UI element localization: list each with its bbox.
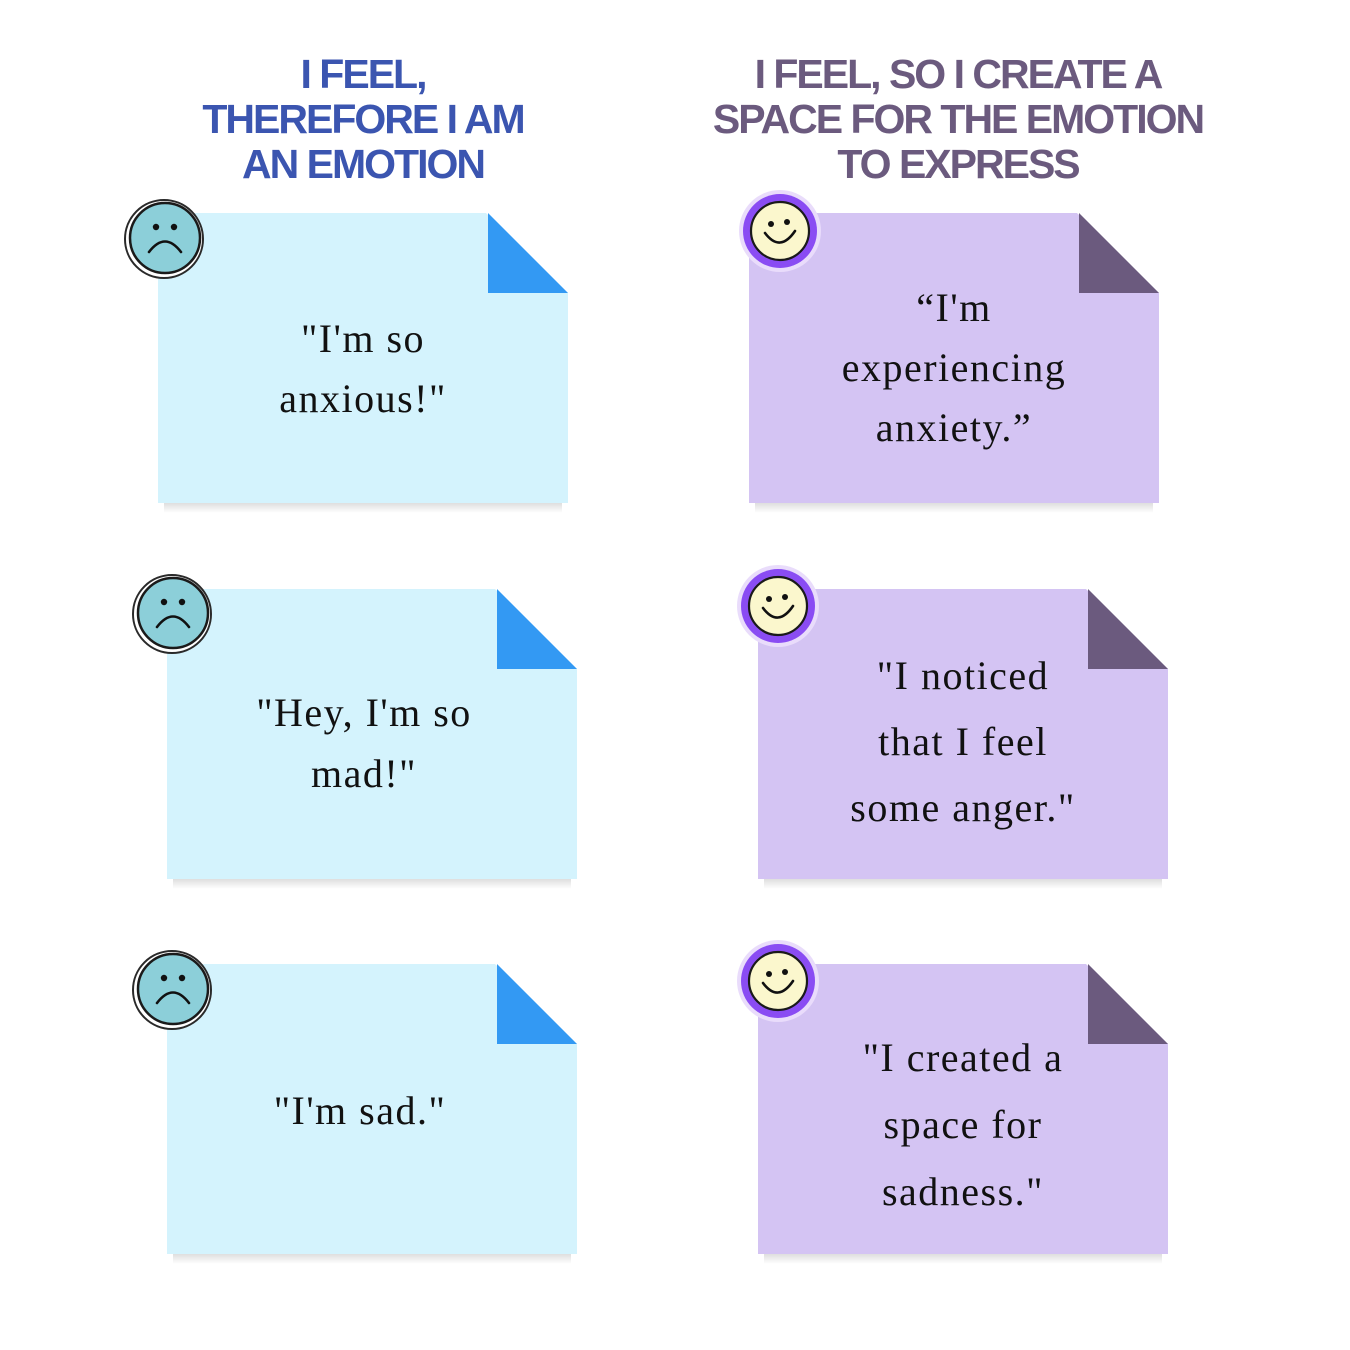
heading-right: I FEEL, SO I CREATE A SPACE FOR THE EMOT… — [668, 52, 1248, 187]
heading-right-line: TO EXPRESS — [837, 141, 1080, 187]
note-line: "I created a — [862, 1035, 1064, 1080]
heading-left-line: I FEEL, — [300, 51, 428, 97]
folded-corner — [497, 964, 577, 1044]
note-line: space for — [883, 1102, 1043, 1147]
sad-face-icon — [130, 572, 214, 656]
sticky-note-left-3: "I'm sad." — [167, 964, 577, 1264]
heading-right-line: I FEEL, SO I CREATE A — [754, 51, 1164, 97]
note-text: "Hey, I'm so mad!" — [159, 682, 569, 804]
note-line: some anger." — [850, 785, 1076, 830]
note-line: “I'm — [916, 285, 992, 330]
note-line: sadness." — [881, 1169, 1045, 1214]
heading-left: I FEEL, THEREFORE I AM AN EMOTION — [163, 52, 563, 187]
note-line: "I noticed — [876, 653, 1050, 698]
sticky-note-left-1: "I'm so anxious!" — [158, 213, 568, 513]
sticky-note-right-1: “I'm experiencing anxiety.” — [749, 213, 1159, 513]
note-text: "I'm so anxious!" — [158, 309, 568, 429]
note-line: anxious!" — [279, 376, 447, 421]
note-text: "I noticed that I feel some anger." — [758, 643, 1168, 841]
heading-left-line: THEREFORE I AM — [202, 96, 525, 142]
heading-left-line: AN EMOTION — [242, 141, 486, 187]
note-text: "I created a space for sadness." — [758, 1024, 1168, 1225]
note-line: "I'm so — [300, 316, 426, 361]
note-text: "I'm sad." — [155, 1081, 565, 1141]
sticky-note-right-2: "I noticed that I feel some anger." — [758, 589, 1168, 889]
sad-face-icon — [122, 197, 206, 281]
sad-face-icon — [130, 948, 214, 1032]
happy-face-icon — [736, 939, 820, 1023]
note-line: experiencing — [841, 345, 1067, 390]
note-text: “I'm experiencing anxiety.” — [749, 278, 1159, 458]
note-line: "I'm sad." — [273, 1088, 447, 1133]
heading-right-line: SPACE FOR THE EMOTION — [712, 96, 1205, 142]
note-line: mad!" — [310, 751, 417, 796]
note-line: that I feel — [878, 719, 1048, 764]
sticky-note-left-2: "Hey, I'm so mad!" — [167, 589, 577, 889]
note-line: "Hey, I'm so — [256, 690, 472, 735]
note-line: anxiety.” — [875, 405, 1033, 450]
happy-face-icon — [736, 564, 820, 648]
happy-face-icon — [738, 189, 822, 273]
folded-corner — [488, 213, 568, 293]
sticky-note-right-3: "I created a space for sadness." — [758, 964, 1168, 1264]
folded-corner — [497, 589, 577, 669]
